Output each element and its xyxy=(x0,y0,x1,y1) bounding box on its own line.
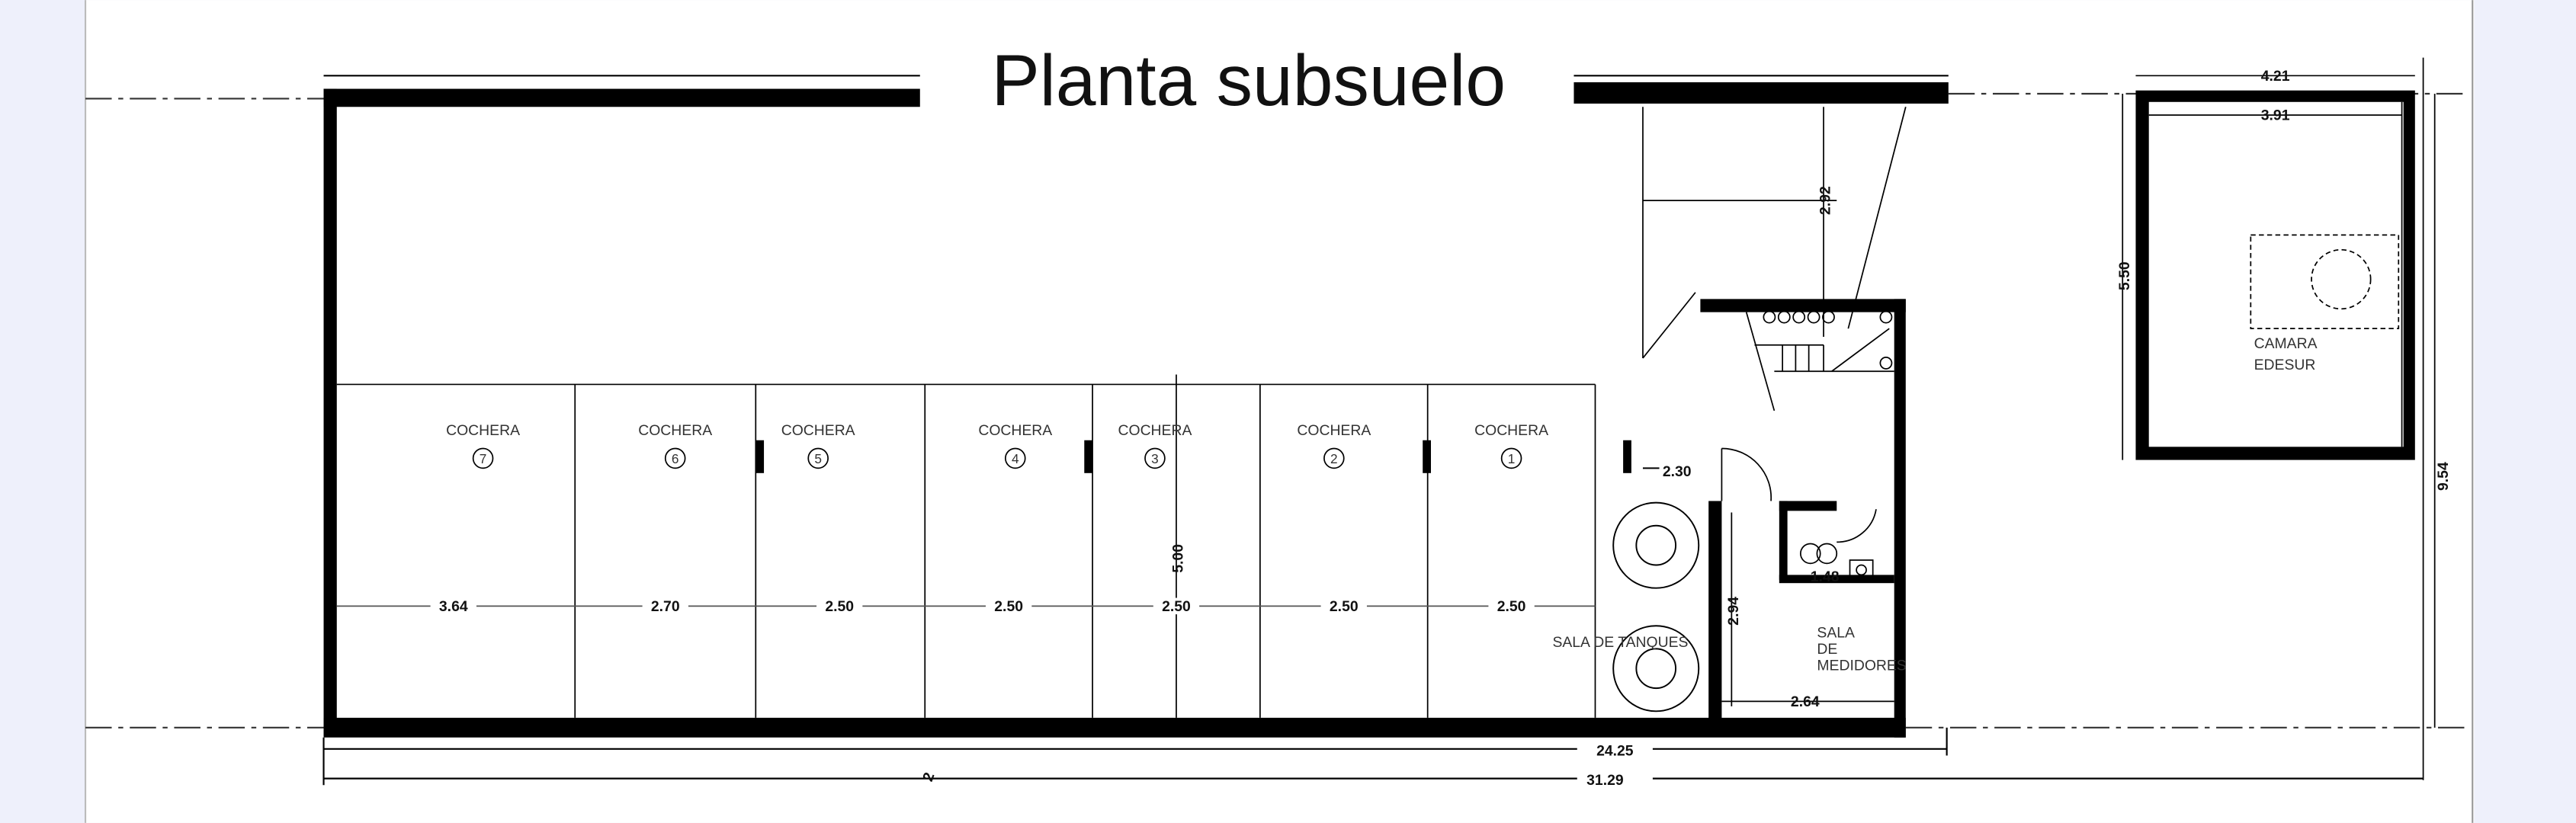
dim-camara-depth: 5.50 xyxy=(2116,261,2133,290)
walls xyxy=(323,82,1949,738)
cochera-number: 4 xyxy=(1012,451,1019,466)
dim-label-bg xyxy=(1488,597,1535,615)
dim-label-bg xyxy=(1320,597,1367,615)
dim-label-bg xyxy=(430,597,476,615)
cochera-label: COCHERA xyxy=(638,422,712,439)
cochera-width-dim: 2.50 xyxy=(825,598,854,615)
cochera-width-dim: 2.50 xyxy=(1330,598,1359,615)
cochera-number-circle xyxy=(1323,447,1345,469)
dim-building-length: 24.25 xyxy=(1596,742,1634,759)
dim-label-bg xyxy=(642,597,688,615)
cochera-number: 1 xyxy=(1508,451,1516,466)
dim-total-depth: 9.54 xyxy=(2435,462,2452,491)
cochera-number-circle xyxy=(807,447,829,469)
page-title: Planta subsuelo xyxy=(991,40,1506,121)
dim-depth-cocheras: 5.00 xyxy=(1170,544,1187,573)
dim-label-bg xyxy=(1153,597,1200,615)
dim-camara-inner: 3.91 xyxy=(2261,107,2290,123)
stair xyxy=(1642,107,1907,412)
cochera-width-dim: 2.50 xyxy=(1497,598,1526,615)
dim-bath: 1.48 xyxy=(1811,568,1840,585)
cochera-number: 3 xyxy=(1151,451,1159,466)
medidores-room xyxy=(1721,447,1894,706)
room-medidores-line1: SALA xyxy=(1817,624,1855,641)
room-camara-line2: EDESUR xyxy=(2254,357,2316,373)
cochera-width-dim: 2.70 xyxy=(651,598,680,615)
cocheras: COCHERA 7 3.64 COCHERA 6 2.70 COCHERA 5 2.50 COCH… xyxy=(430,422,1548,615)
cochera-number-circle xyxy=(1500,447,1522,469)
camara-edesur xyxy=(2135,90,2415,460)
room-medidores-line2: DE xyxy=(1817,641,1837,658)
dim-tank-level: 2.30 xyxy=(1663,463,1692,480)
camara-dimension-lines xyxy=(2122,57,2436,780)
dim-camara-outer: 4.21 xyxy=(2261,68,2290,85)
cochera-label: COCHERA xyxy=(1474,422,1548,439)
tanks xyxy=(1612,467,1700,713)
bottom-dimension-lines xyxy=(322,727,2424,786)
cochera-number: 6 xyxy=(672,451,679,466)
cochera-label: COCHERA xyxy=(781,422,855,439)
dim-label-bg xyxy=(816,597,863,615)
dim-lot-length: 31.29 xyxy=(1586,772,1624,789)
cochera-grid xyxy=(336,374,1596,718)
cochera-number: 2 xyxy=(1330,451,1338,466)
cochera-number: 7 xyxy=(480,451,487,466)
cochera-width-dim: 2.50 xyxy=(994,598,1023,615)
dim-label-bg xyxy=(985,597,1032,615)
cochera-label: COCHERA xyxy=(1297,422,1371,439)
cochera-number: 5 xyxy=(814,451,822,466)
cochera-label: COCHERA xyxy=(978,422,1052,439)
sheet xyxy=(85,0,2475,823)
cochera-label: COCHERA xyxy=(1118,422,1192,439)
cochera-number-circle xyxy=(1004,447,1026,469)
cochera-width-dim: 2.50 xyxy=(1162,598,1191,615)
dim-medidores-height: 2.94 xyxy=(1725,597,1742,626)
cochera-label: COCHERA xyxy=(446,422,520,439)
dim-stair: 2.92 xyxy=(1817,186,1834,215)
cochera-number-circle xyxy=(1144,447,1166,469)
room-camara-line1: CAMARA xyxy=(2254,335,2318,352)
cochera-number-circle xyxy=(664,447,686,469)
cochera-width-dim: 3.64 xyxy=(439,598,468,615)
cochera-number-circle xyxy=(472,447,494,469)
dim-medidores-width: 2.64 xyxy=(1791,693,1820,710)
room-medidores-line3: MEDIDORES xyxy=(1817,657,1906,674)
room-tanques: SALA DE TANQUES xyxy=(1552,634,1688,651)
